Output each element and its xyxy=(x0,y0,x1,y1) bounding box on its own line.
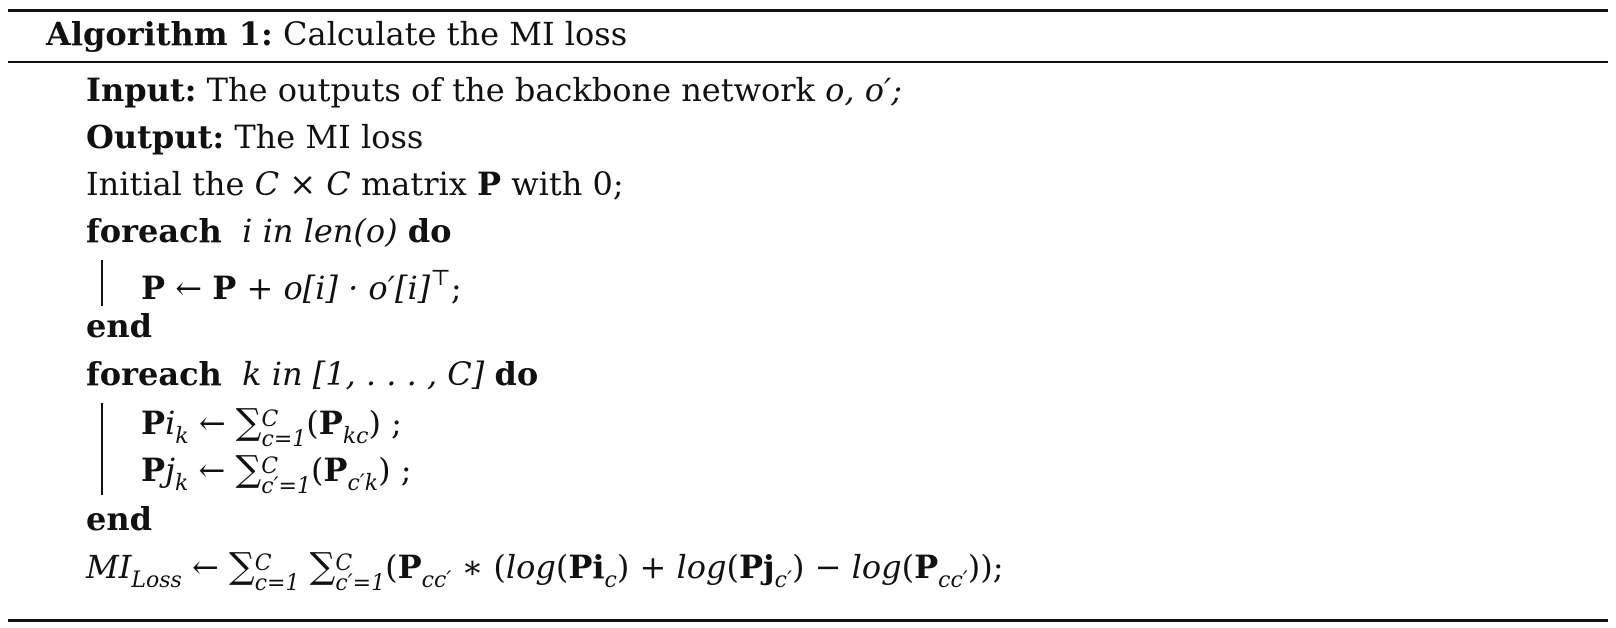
input-line: Input: The outputs of the backbone netwo… xyxy=(86,70,902,110)
loop2-do: do xyxy=(494,355,539,393)
loop2-l1-close: ) ; xyxy=(368,404,402,442)
final-sum2-sub: c′=1 xyxy=(335,571,386,596)
final-p1-sub: cc′ xyxy=(421,568,452,593)
final-p3: P xyxy=(914,548,939,586)
loop2-l2-open: ( xyxy=(310,451,324,489)
final-arrow: ← xyxy=(192,548,219,586)
final-close: )); xyxy=(967,548,1004,586)
output-line: Output: The MI loss xyxy=(86,117,423,157)
loop2-l1-sum: ∑ xyxy=(235,402,262,443)
final-lhs-sub: Loss xyxy=(131,568,182,593)
loop1-arrow: ← xyxy=(175,269,203,307)
loop2-l1-lhs-var: i xyxy=(165,404,176,442)
output-text: The MI loss xyxy=(234,118,424,156)
loop2-header: foreach k in [1, . . . , C] do xyxy=(86,354,538,394)
loop1-header: foreach i in len(o) do xyxy=(86,211,451,251)
final-pj: Pj xyxy=(738,548,775,586)
loop2-l1-lhs-p: P xyxy=(141,404,166,442)
loop2-l1-arrow: ← xyxy=(198,404,226,442)
final-minus: ) − xyxy=(791,548,852,586)
top-rule xyxy=(8,9,1608,12)
loop2-l2-sum-sub: c′=1 xyxy=(261,474,311,499)
init-text-after: with 0; xyxy=(501,165,624,203)
final-sum2-sup: C xyxy=(335,551,353,576)
final-plus: ) + xyxy=(616,548,677,586)
loop1-rhs-p: P xyxy=(212,269,237,307)
loop2-l2-sum-sup: C xyxy=(261,454,279,479)
loop2-l1-p: P xyxy=(318,404,343,442)
loop2-l2-sum: ∑ xyxy=(235,449,262,490)
loop2-l2-p: P xyxy=(323,451,348,489)
loop2-end: end xyxy=(86,500,152,538)
final-log2: log xyxy=(676,548,727,586)
final-open: ( xyxy=(385,548,398,586)
output-label: Output: xyxy=(86,118,225,156)
loop2-l1-lhs-sub: k xyxy=(175,424,189,449)
loop2-l2-lhs-sub: k xyxy=(174,471,189,496)
init-line: Initial the C × C matrix P with 0; xyxy=(86,164,624,204)
loop1-body: P ← P + o[i] · o′[i]⊤; xyxy=(141,259,462,308)
final-pi: Pi xyxy=(568,548,605,586)
loop2-l1-p-sub: kc xyxy=(342,424,369,449)
loop1-body-bar xyxy=(101,260,103,306)
loop2-l1-sum-sub: c=1 xyxy=(261,427,307,452)
loop1-lhs: P xyxy=(141,269,166,307)
loop1-end: end xyxy=(86,307,152,345)
init-matrix: P xyxy=(476,165,502,203)
final-sum1-sub: c=1 xyxy=(254,571,300,596)
init-text-mid: matrix xyxy=(350,165,477,203)
loop1-keyword: foreach xyxy=(86,212,222,250)
init-dims: C × C xyxy=(254,165,351,203)
final-sum1: ∑ xyxy=(229,546,255,587)
loop1-transpose: ⊤ xyxy=(430,266,451,291)
loop2-body-bar xyxy=(101,403,103,495)
loop2-l2-p-sub: c′k xyxy=(347,471,379,496)
final-p3-sub: cc′ xyxy=(938,568,968,593)
input-label: Input: xyxy=(86,71,197,109)
algorithm-name: Calculate the MI loss xyxy=(283,15,628,53)
loop2-l1-open: ( xyxy=(306,404,319,442)
loop2-keyword: foreach xyxy=(86,355,222,393)
final-op1: ∗ ( xyxy=(451,548,506,586)
bottom-rule xyxy=(8,619,1608,622)
loop1-do: do xyxy=(407,212,452,250)
header-rule xyxy=(8,61,1608,63)
loop1-condition: i in len(o) xyxy=(242,212,398,250)
final-sum2: ∑ xyxy=(309,546,336,587)
final-log3: log xyxy=(851,548,902,586)
loop1-rhs-rest: + o[i] · o′[i] xyxy=(246,269,431,307)
final-pj-sub: c′ xyxy=(774,568,792,593)
init-text-before: Initial the xyxy=(86,165,255,203)
final-sum1-sup: C xyxy=(254,551,272,576)
loop2-l2-close: ) ; xyxy=(378,451,412,489)
final-p1: P xyxy=(397,548,422,586)
input-math: o, o′; xyxy=(825,71,903,109)
loop1-end-char: ; xyxy=(450,269,462,307)
loop2-l1-sum-sup: C xyxy=(261,407,279,432)
algorithm-label: Algorithm 1: xyxy=(46,15,273,53)
input-text: The outputs of the backbone network xyxy=(206,71,815,109)
loop2-l2-arrow: ← xyxy=(198,451,226,489)
loop2-condition-range: [1, . . . , C] xyxy=(312,355,485,393)
loop2-l2-lhs-var: j xyxy=(165,451,175,489)
final-log1: log xyxy=(505,548,556,586)
final-lhs: MI xyxy=(86,548,132,586)
loop2-condition-var: k in xyxy=(242,355,303,393)
loop2-l2-lhs-p: P xyxy=(141,451,166,489)
algorithm-title: Algorithm 1: Calculate the MI loss xyxy=(46,14,627,54)
final-pi-sub: c xyxy=(604,568,617,593)
